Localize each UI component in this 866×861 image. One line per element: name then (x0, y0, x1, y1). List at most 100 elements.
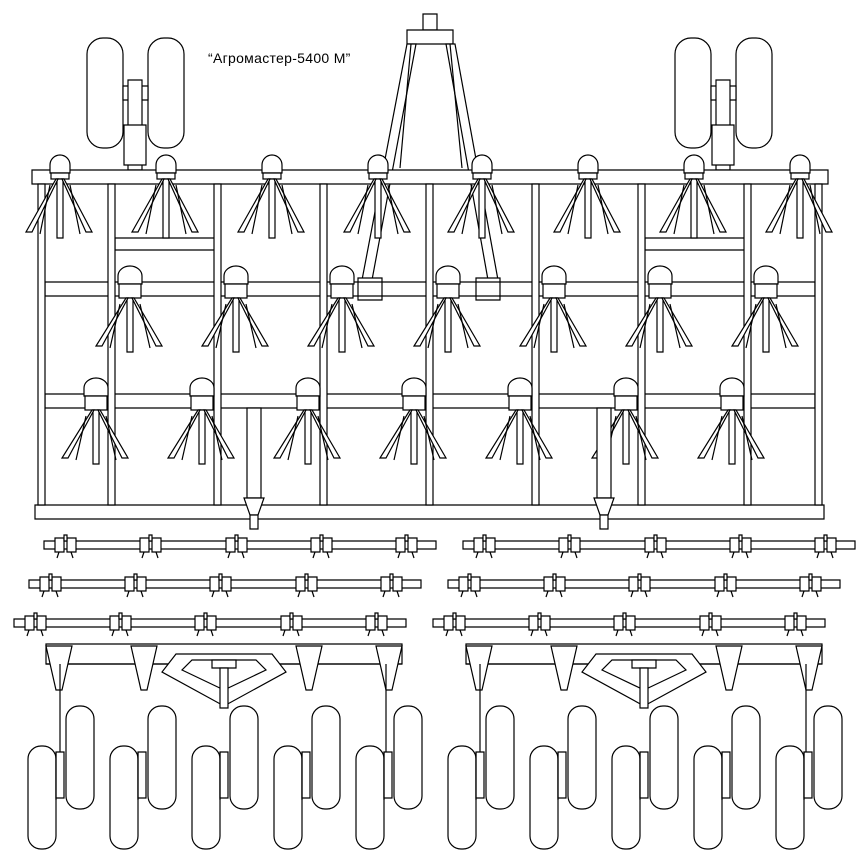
tine-edge (394, 416, 404, 460)
roller-section (448, 644, 842, 849)
tine-clamp (190, 378, 214, 396)
harrow-clamp (55, 538, 64, 552)
harrow-pin (134, 574, 137, 580)
tine-brace (522, 410, 552, 458)
tine-clamp (614, 378, 638, 396)
harrow-tooth (702, 630, 704, 636)
harrow-clamp (456, 616, 465, 630)
harrow-tooth (112, 630, 114, 636)
harrow-clamp (797, 616, 806, 630)
harrow-tooth (731, 591, 733, 597)
roller-hub (476, 752, 484, 798)
tine-rows (26, 155, 832, 464)
harrow-tooth (490, 552, 492, 558)
harrow-clamp (210, 577, 219, 591)
harrow-tooth (27, 630, 29, 636)
harrow-clamp (125, 577, 134, 591)
harrow-clamp (541, 616, 550, 630)
tine-edge (568, 185, 578, 234)
roller-arm (296, 646, 322, 690)
tine (448, 155, 514, 238)
tine-edge (458, 304, 468, 348)
frame-rail (320, 184, 327, 505)
tine-edge (598, 185, 608, 234)
harrow-pin (453, 613, 456, 619)
frame-rail (38, 184, 45, 505)
machine-title: “Агромастер-5400 М” (208, 50, 351, 66)
tine-edge (746, 304, 756, 348)
harrow-pin (305, 574, 308, 580)
harrow-tooth (461, 591, 463, 597)
rear-roller (312, 706, 340, 809)
tine-clamp (224, 266, 248, 284)
harrow-clamp (393, 577, 402, 591)
tine-shank (623, 410, 629, 464)
harrow-tooth (212, 591, 214, 597)
tine-shank (269, 179, 275, 238)
front-roller (776, 746, 804, 849)
tine-shank (551, 298, 557, 352)
tine-shank (763, 298, 769, 352)
harrow-tooth (283, 630, 285, 636)
tine-edge (246, 304, 256, 348)
harrow-clamp (238, 538, 247, 552)
tine-mount (579, 173, 597, 179)
harrow-pin (724, 574, 727, 580)
harrow-clamp (37, 616, 46, 630)
front-beam (32, 170, 828, 184)
harrow-clamp (296, 577, 305, 591)
roller-arm (131, 646, 157, 690)
tine-brace (768, 298, 798, 346)
harrow-clamp (152, 538, 161, 552)
tine-shank (199, 410, 205, 464)
tine-mount (791, 173, 809, 179)
tine-edge (564, 304, 574, 348)
tine-shank (305, 410, 311, 464)
harrow-tooth (746, 552, 748, 558)
tine-edge (358, 185, 368, 234)
tine-clamp (472, 155, 492, 173)
tine-shank (93, 410, 99, 464)
tine-brace (344, 179, 376, 232)
harrow-tooth (460, 630, 462, 636)
harrow-clamp (323, 538, 332, 552)
harrow-tooth (226, 591, 228, 597)
harrow-pin (809, 574, 812, 580)
tine-brace (168, 410, 200, 458)
tine-edge (742, 416, 752, 460)
roller-hub (804, 752, 812, 798)
tine-brace (450, 298, 480, 346)
harrow-bar (448, 574, 840, 597)
harrow-clamp (641, 577, 650, 591)
harrow-tooth (787, 630, 789, 636)
tine-edge (500, 416, 510, 460)
front-roller (28, 746, 56, 849)
harrow-tooth (57, 552, 59, 558)
harrow-clamp (559, 538, 568, 552)
tine (26, 155, 92, 238)
tine-edge (146, 185, 156, 234)
tine-edge (106, 416, 116, 460)
rear-roller (66, 706, 94, 809)
tine-edge (704, 185, 714, 234)
harrow-clamp (408, 538, 417, 552)
harrow-tooth (142, 552, 144, 558)
front-roller (612, 746, 640, 849)
tine-mount (119, 284, 141, 298)
tine-clamp (684, 155, 704, 173)
harrow-tooth (242, 552, 244, 558)
harrow-tooth (831, 552, 833, 558)
harrow-clamp (629, 577, 638, 591)
roller-hub (384, 752, 392, 798)
tine-clamp (436, 266, 460, 284)
rear-roller (814, 706, 842, 809)
tine-mount (191, 396, 213, 410)
harrow-tooth (616, 630, 618, 636)
harrow-tooth (801, 630, 803, 636)
harrow-clamp (381, 577, 390, 591)
harrow-pin (794, 613, 797, 619)
tine-mount (509, 396, 531, 410)
harrow-tooth (446, 630, 448, 636)
harrow-tooth (816, 591, 818, 597)
tine-edge (428, 304, 438, 348)
